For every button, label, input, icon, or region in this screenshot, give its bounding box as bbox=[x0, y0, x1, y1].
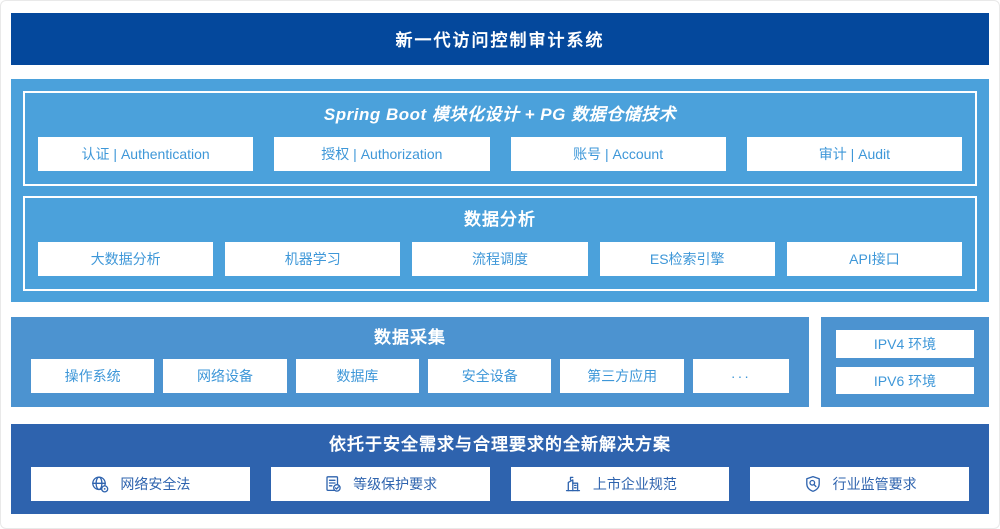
collect-label: 第三方应用 bbox=[587, 368, 658, 385]
shield-search-icon bbox=[803, 474, 823, 494]
solution-box-cybersecurity-law: 网络安全法 bbox=[31, 467, 250, 502]
analysis-group-title: 数据分析 bbox=[464, 209, 536, 229]
solution-section: 依托于安全需求与合理要求的全新解决方案 网络安全法 bbox=[11, 424, 989, 514]
collection-items-row: 操作系统 网络设备 数据库 安全设备 第三方应用 ··· bbox=[31, 359, 790, 394]
building-icon bbox=[563, 474, 583, 494]
solution-label: 网络安全法 bbox=[120, 476, 191, 493]
analysis-label: 流程调度 bbox=[472, 250, 528, 267]
collect-box-third-party: 第三方应用 bbox=[560, 359, 684, 394]
modules-group: Spring Boot 模块化设计 + PG 数据仓储技术 认证 | Authe… bbox=[23, 90, 977, 186]
platform-section: Spring Boot 模块化设计 + PG 数据仓储技术 认证 | Authe… bbox=[11, 78, 989, 303]
module-box-audit: 审计 | Audit bbox=[746, 136, 962, 171]
module-box-authorization: 授权 | Authorization bbox=[274, 136, 490, 171]
module-box-authentication: 认证 | Authentication bbox=[38, 136, 254, 171]
solution-label: 行业监管要求 bbox=[832, 476, 917, 493]
collect-ellipsis-label: ··· bbox=[730, 368, 751, 385]
environments-panel: IPV4 环境 IPV6 环境 bbox=[821, 317, 989, 408]
analysis-label: ES检索引擎 bbox=[649, 250, 725, 267]
env-label: IPV6 环境 bbox=[873, 372, 937, 389]
analysis-label: 大数据分析 bbox=[90, 250, 161, 267]
modules-row: 认证 | Authentication 授权 | Authorization 账… bbox=[38, 136, 962, 171]
solution-label: 等级保护要求 bbox=[353, 476, 438, 493]
solution-box-industry-regulation: 行业监管要求 bbox=[750, 467, 969, 502]
solution-row: 网络安全法 等级保护要求 bbox=[31, 467, 969, 502]
globe-location-icon bbox=[90, 474, 110, 494]
module-label: 审计 | Audit bbox=[818, 145, 891, 162]
collect-box-more: ··· bbox=[692, 359, 790, 394]
solution-title: 依托于安全需求与合理要求的全新解决方案 bbox=[329, 435, 671, 455]
collect-label: 数据库 bbox=[336, 368, 379, 385]
collection-section: 数据采集 操作系统 网络设备 数据库 安全设备 第三方应用 ··· bbox=[11, 317, 809, 408]
collect-box-security-device: 安全设备 bbox=[428, 359, 552, 394]
collect-label: 操作系统 bbox=[64, 368, 121, 385]
collect-label: 安全设备 bbox=[461, 368, 518, 385]
modules-group-title: Spring Boot 模块化设计 + PG 数据仓储技术 bbox=[323, 104, 677, 124]
module-label: 授权 | Authorization bbox=[321, 145, 443, 162]
analysis-group: 数据分析 大数据分析 机器学习 流程调度 ES检索引擎 API接口 bbox=[23, 195, 977, 291]
analysis-box-bigdata: 大数据分析 bbox=[38, 241, 214, 276]
analysis-label: 机器学习 bbox=[284, 250, 341, 267]
solution-label: 上市企业规范 bbox=[592, 476, 677, 493]
system-title: 新一代访问控制审计系统 bbox=[395, 31, 605, 51]
analysis-box-workflow: 流程调度 bbox=[412, 241, 588, 276]
solution-box-listed-company: 上市企业规范 bbox=[510, 467, 730, 502]
analysis-label: API接口 bbox=[849, 250, 900, 267]
collect-box-os: 操作系统 bbox=[31, 359, 155, 394]
module-label: 认证 | Authentication bbox=[81, 145, 210, 162]
env-label: IPV4 环境 bbox=[873, 336, 937, 353]
analysis-box-es-search: ES检索引擎 bbox=[599, 241, 775, 276]
module-label: 账号 | Account bbox=[573, 145, 664, 162]
collect-box-network-device: 网络设备 bbox=[163, 359, 287, 394]
system-title-banner: 新一代访问控制审计系统 bbox=[11, 13, 989, 65]
module-box-account: 账号 | Account bbox=[510, 136, 726, 171]
analysis-box-machine-learning: 机器学习 bbox=[225, 241, 401, 276]
collection-row: 数据采集 操作系统 网络设备 数据库 安全设备 第三方应用 ··· IPV4 环… bbox=[11, 317, 989, 408]
analysis-row: 大数据分析 机器学习 流程调度 ES检索引擎 API接口 bbox=[38, 241, 963, 276]
collection-title: 数据采集 bbox=[374, 328, 446, 348]
solution-box-classified-protection: 等级保护要求 bbox=[270, 467, 490, 502]
analysis-box-api: API接口 bbox=[786, 241, 963, 276]
collect-label: 网络设备 bbox=[197, 368, 254, 385]
document-check-icon bbox=[323, 474, 343, 494]
collect-box-database: 数据库 bbox=[295, 359, 420, 394]
env-box-ipv4: IPV4 环境 bbox=[836, 330, 974, 358]
env-box-ipv6: IPV6 环境 bbox=[836, 366, 974, 395]
